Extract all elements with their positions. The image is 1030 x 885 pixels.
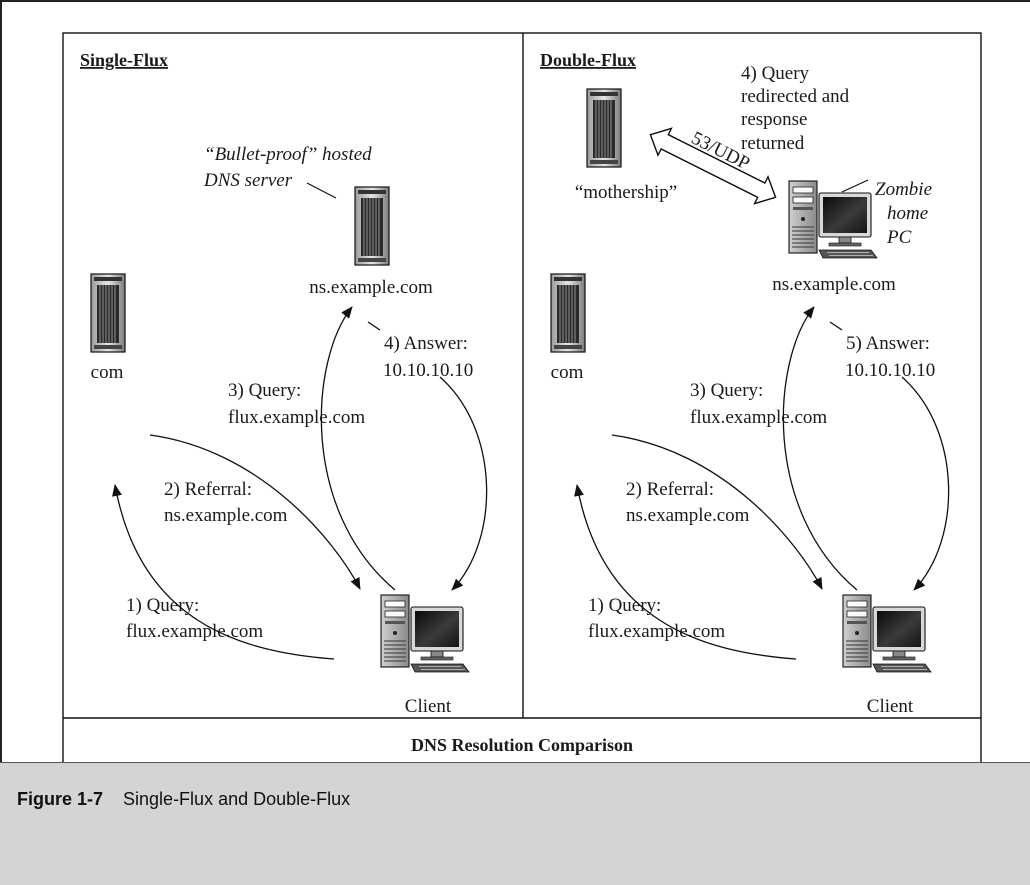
dbl-step4-line3: response xyxy=(741,109,807,130)
double-flux-title: Double-Flux xyxy=(540,50,636,70)
dbl-step3-line1: 3) Query: xyxy=(690,380,763,401)
dbl-step4-line1: 4) Query xyxy=(741,63,810,84)
dbl-arrow-step5-answer xyxy=(901,376,950,591)
dbl-step4-line4: returned xyxy=(741,133,805,154)
flux-diagram: DNS Resolution Comparison Single-Flux “B… xyxy=(0,0,1030,781)
ns-server-icon xyxy=(354,186,390,266)
arrow-step2-referral xyxy=(149,434,361,590)
bulletproof-note-line2: DNS server xyxy=(203,170,293,191)
zombie-pc-icon xyxy=(788,180,878,259)
dbl-arrow-step2-referral xyxy=(611,434,823,590)
dbl-step2-line1: 2) Referral: xyxy=(626,479,714,500)
mothership-label: “mothership” xyxy=(575,182,677,203)
bulletproof-leader-line xyxy=(306,182,337,199)
step4-line1: 4) Answer: xyxy=(384,333,468,354)
step4-leader-line xyxy=(367,321,381,331)
step3-line1: 3) Query: xyxy=(228,380,301,401)
dbl-step5-line2: 10.10.10.10 xyxy=(845,360,935,381)
double-flux-panel: Double-Flux 4) Query redirected and resp… xyxy=(540,50,950,717)
dbl-step4-line2: redirected and xyxy=(741,86,850,107)
dbl-client-label: Client xyxy=(867,696,914,717)
step2-line1: 2) Referral: xyxy=(164,479,252,500)
arrow-step3-query xyxy=(320,306,396,591)
figure-caption: Figure 1-7 Single-Flux and Double-Flux xyxy=(17,789,350,810)
client-pc-icon xyxy=(380,594,470,673)
mothership-server-icon xyxy=(586,88,622,168)
dbl-step1-line2: flux.example.com xyxy=(588,621,725,642)
step1-line1: 1) Query: xyxy=(126,595,199,616)
step4-line2: 10.10.10.10 xyxy=(383,360,473,381)
dbl-com-server-icon xyxy=(550,273,586,353)
dbl-step3-line2: flux.example.com xyxy=(690,407,827,428)
bulletproof-note-line1: “Bullet-proof” hosted xyxy=(204,144,372,165)
arrow-step4-answer xyxy=(439,376,488,591)
step2-line2: ns.example.com xyxy=(164,505,288,526)
single-flux-title: Single-Flux xyxy=(80,50,168,70)
arrow-step1-query xyxy=(112,484,335,660)
step1-line2: flux.example.com xyxy=(126,621,263,642)
figure-title: Single-Flux and Double-Flux xyxy=(123,789,351,809)
dbl-client-pc-icon xyxy=(842,594,932,673)
double-arrow-icon xyxy=(649,127,777,205)
panel-caption: DNS Resolution Comparison xyxy=(411,735,633,755)
zombie-leader-line xyxy=(841,179,869,193)
com-label: com xyxy=(91,362,124,383)
dbl-ns-label: ns.example.com xyxy=(772,274,896,295)
dbl-arrow-step3-query xyxy=(782,306,858,591)
dbl-arrow-step1-query xyxy=(574,484,797,660)
single-flux-panel: Single-Flux “Bullet-proof” hosted DNS se… xyxy=(80,50,488,717)
ns-label: ns.example.com xyxy=(309,277,433,298)
dbl-step1-line1: 1) Query: xyxy=(588,595,661,616)
dbl-step2-line2: ns.example.com xyxy=(626,505,750,526)
caption-rule xyxy=(0,762,1030,763)
zombie-note-line1: Zombie xyxy=(875,179,932,200)
client-label: Client xyxy=(405,696,452,717)
figure-number: Figure 1-7 xyxy=(17,789,104,809)
dbl-step5-line1: 5) Answer: xyxy=(846,333,930,354)
dbl-step5-leader-line xyxy=(829,321,843,331)
zombie-note-line3: PC xyxy=(886,227,912,248)
com-server-icon xyxy=(90,273,126,353)
caption-band xyxy=(0,762,1030,885)
dbl-com-label: com xyxy=(551,362,584,383)
step3-line2: flux.example.com xyxy=(228,407,365,428)
zombie-note-line2: home xyxy=(887,203,928,224)
